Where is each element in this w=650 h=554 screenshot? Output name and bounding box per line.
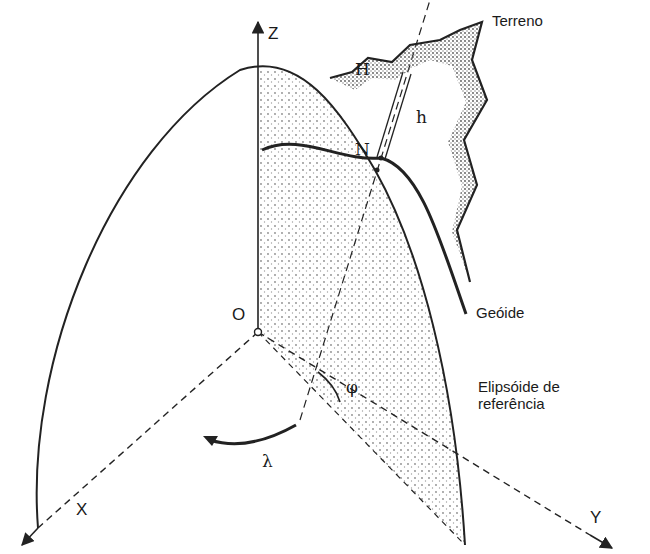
latitude-label: φ <box>346 378 358 398</box>
origin-label: O <box>232 305 245 325</box>
terrain-label: Terreno <box>492 12 543 29</box>
undulation-label: N <box>355 140 370 160</box>
ellipsoid-point <box>375 168 380 173</box>
terrain-outline <box>330 22 487 282</box>
y-axis <box>258 332 590 535</box>
axis-label: Y <box>590 508 601 528</box>
x-axis <box>38 332 258 528</box>
geoid-curve <box>262 144 466 314</box>
height-label: h <box>416 108 427 128</box>
terrain-fill <box>330 22 487 282</box>
y-axis-tip <box>590 535 612 548</box>
longitude-arc <box>210 425 296 444</box>
latitude-arc <box>318 372 340 402</box>
ellipsoid-outline <box>37 66 465 545</box>
axis-label: X <box>76 500 87 520</box>
orthometric-height <box>385 74 411 159</box>
geoid-point <box>379 156 384 161</box>
ellipsoid-label: Elipsóide de referência <box>478 378 590 413</box>
x-axis-tip <box>22 528 38 545</box>
longitude-arc-end <box>203 436 218 446</box>
origin-point <box>255 329 262 336</box>
meridian-section <box>258 69 465 545</box>
height-label: H <box>355 60 370 80</box>
z-axis <box>257 22 259 332</box>
meridian-foot <box>258 332 465 545</box>
geoid-label: Geóide <box>476 304 524 321</box>
axis-label: Z <box>268 24 278 44</box>
longitude-label: λ <box>262 452 273 472</box>
